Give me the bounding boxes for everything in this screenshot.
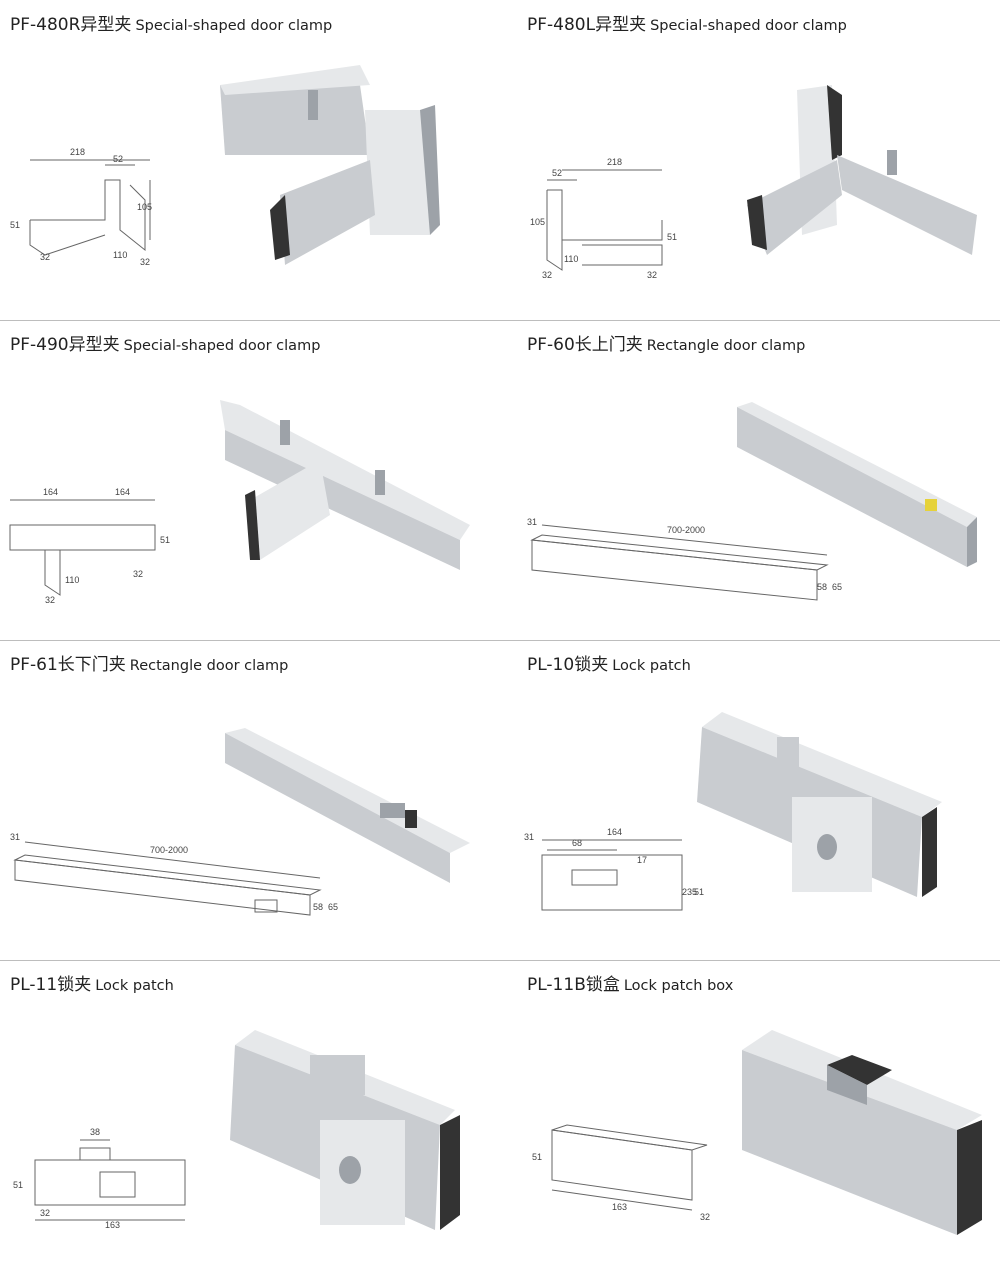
product-name: Rectangle door clamp — [646, 338, 806, 354]
product-photo — [230, 1030, 460, 1230]
dimension-drawing: 31 164 68 17 235 51 — [524, 827, 704, 911]
dim-label: 32 — [133, 569, 143, 579]
dim-label: 218 — [70, 147, 85, 157]
dim-label: 58 — [817, 582, 827, 592]
product-name: Rectangle door clamp — [129, 658, 289, 674]
dim-label: 52 — [113, 154, 123, 164]
dim-label: 163 — [612, 1202, 627, 1212]
dimension-drawing: 218 52 105 51 110 32 32 — [530, 157, 677, 280]
dim-label: 17 — [637, 855, 647, 865]
dim-label: 31 — [10, 832, 20, 842]
dimension-drawing: 38 51 32 163 — [13, 1127, 186, 1230]
dim-label: 110 — [564, 254, 578, 264]
dim-label: 52 — [552, 168, 562, 178]
dim-label: 105 — [530, 217, 545, 227]
product-code: PL-10锁夹 — [527, 655, 609, 675]
product-code: PF-480L异型夹 — [527, 15, 647, 35]
product-name: Lock patch — [95, 978, 174, 994]
product-code: PF-60长上门夹 — [527, 335, 643, 355]
row-divider — [0, 640, 1000, 641]
dim-label: 51 — [13, 1180, 23, 1190]
product-photo — [737, 402, 977, 567]
product-code: PL-11B锁盒 — [527, 975, 620, 995]
product-code: PF-480R异型夹 — [10, 15, 132, 35]
dim-label: 32 — [40, 1208, 50, 1218]
product-name: Special-shaped door clamp — [123, 338, 321, 354]
dim-label: 51 — [532, 1152, 542, 1162]
dim-label: 163 — [105, 1220, 120, 1230]
dimension-drawing: 31 700-2000 58 65 — [527, 517, 842, 601]
product-photo — [220, 65, 440, 265]
dimension-drawing: 51 163 32 — [532, 1124, 710, 1222]
product-code: PF-490异型夹 — [10, 335, 120, 355]
product-name: Lock patch box — [623, 978, 734, 994]
product-name: Special-shaped door clamp — [650, 18, 847, 34]
dim-label: 65 — [832, 582, 842, 592]
dim-label: 32 — [45, 595, 55, 605]
dim-label: 32 — [140, 257, 150, 267]
dim-label: 68 — [572, 838, 582, 848]
dimension-drawing: 164 164 51 32 110 32 — [9, 487, 170, 605]
product-code: PF-61长下门夹 — [10, 655, 126, 675]
row-divider — [0, 960, 1000, 961]
dim-label: 58 — [313, 902, 323, 912]
dim-label: 105 — [137, 202, 152, 212]
dim-label: 110 — [113, 250, 127, 260]
dim-label: 700-2000 — [667, 525, 705, 535]
dim-label: 235 — [682, 887, 697, 897]
dim-label: 32 — [647, 270, 657, 280]
product-code: PL-11锁夹 — [10, 975, 92, 995]
product-photo — [697, 712, 942, 897]
dim-label: 51 — [694, 887, 704, 897]
product-name: Special-shaped door clamp — [135, 18, 333, 34]
dim-label: 32 — [40, 252, 50, 262]
dim-label: 31 — [527, 517, 537, 527]
dim-label: 164 — [115, 487, 130, 497]
product-name: Lock patch — [612, 658, 691, 674]
product-photo — [220, 400, 470, 570]
dim-label: 38 — [90, 1127, 100, 1137]
dim-label: 65 — [328, 902, 338, 912]
dim-label: 51 — [667, 232, 677, 242]
dim-label: 31 — [524, 832, 534, 842]
dim-label: 110 — [65, 575, 79, 585]
dim-label: 51 — [160, 535, 170, 545]
dim-label: 51 — [10, 220, 20, 230]
dim-label: 32 — [700, 1212, 710, 1222]
dim-label: 700-2000 — [150, 845, 188, 855]
dim-label: 218 — [607, 157, 622, 167]
dim-label: 32 — [542, 270, 552, 280]
dim-label: 164 — [43, 487, 58, 497]
dimension-drawing: 218 52 105 51 110 32 32 — [10, 147, 152, 267]
dim-label: 164 — [607, 827, 622, 837]
product-photo — [742, 1030, 982, 1235]
row-divider — [0, 320, 1000, 321]
dimension-drawing: 31 700-2000 58 65 — [10, 832, 338, 916]
product-photo — [747, 85, 977, 255]
product-photo — [225, 728, 470, 883]
